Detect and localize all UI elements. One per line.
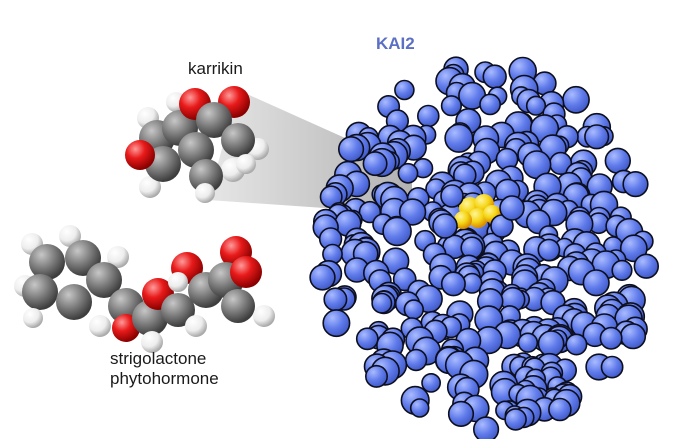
strigolactone-molecule	[14, 225, 275, 353]
hydrogen-atom	[59, 225, 81, 247]
carbon-atom	[178, 132, 214, 168]
protein-atom	[499, 195, 525, 221]
protein-atom	[447, 400, 475, 428]
kai2-protein-surface	[309, 56, 659, 439]
protein-atom	[599, 326, 623, 350]
hydrogen-atom	[141, 331, 163, 353]
protein-atom	[537, 330, 565, 358]
hydrogen-atom	[139, 176, 161, 198]
protein-atom	[416, 104, 440, 128]
strigolactone-label-line2: phytohormone	[110, 368, 219, 388]
protein-atom	[600, 355, 624, 379]
protein-atom	[537, 238, 561, 262]
protein-atom	[440, 271, 466, 297]
oxygen-atom	[230, 256, 262, 288]
strigolactone-label-line1: strigolactone	[110, 349, 207, 368]
protein-atom	[382, 216, 412, 247]
binding-site-atom	[454, 211, 472, 229]
carbon-atom	[86, 262, 122, 298]
protein-atom	[482, 64, 507, 89]
hydrogen-atom	[253, 305, 275, 327]
protein-atom	[371, 292, 393, 314]
protein-atom	[362, 151, 388, 177]
protein-atom	[565, 333, 588, 356]
protein-atom	[440, 184, 464, 208]
protein-atom	[582, 269, 610, 297]
protein-atom	[322, 309, 351, 338]
hydrogen-atom	[185, 315, 207, 337]
protein-atom	[323, 287, 348, 312]
karrikin-label: karrikin	[188, 59, 243, 78]
hydrogen-atom	[168, 272, 188, 292]
protein-atom	[309, 264, 336, 291]
karrikin-molecule	[125, 86, 269, 203]
hydrogen-atom	[89, 315, 111, 337]
protein-atom	[525, 95, 547, 116]
protein-atom	[562, 85, 590, 114]
carbon-atom	[161, 293, 195, 327]
protein-atom	[633, 253, 659, 279]
protein-atom	[397, 162, 419, 184]
protein-atom	[421, 372, 442, 393]
protein-atom	[398, 198, 427, 226]
protein-atom	[622, 171, 649, 198]
protein-atom	[444, 123, 474, 153]
carbon-atom	[221, 123, 255, 157]
protein-atom	[619, 234, 648, 263]
carbon-atom	[22, 274, 58, 310]
carbon-atom	[189, 159, 223, 193]
carbon-atom	[29, 244, 65, 280]
protein-atom	[619, 323, 647, 350]
protein-atom	[403, 299, 424, 320]
hydrogen-atom	[23, 308, 43, 328]
hydrogen-atom	[107, 246, 129, 268]
hydrogen-atom	[236, 154, 256, 174]
protein-atom	[548, 397, 572, 422]
protein-atom	[473, 416, 500, 439]
protein-atom	[404, 348, 428, 372]
protein-atom	[604, 147, 631, 175]
protein-atom	[338, 136, 365, 163]
protein-atom	[584, 124, 610, 150]
hydrogen-atom	[195, 183, 215, 203]
protein-atom	[504, 408, 527, 431]
protein-atom	[611, 259, 633, 282]
oxygen-atom	[125, 140, 155, 170]
protein-label: KAI2	[376, 34, 415, 53]
binding-site-atom	[468, 208, 488, 228]
protein-atom	[364, 364, 388, 388]
protein-atom	[440, 95, 463, 117]
protein-atom	[479, 93, 502, 116]
carbon-atom	[56, 284, 92, 320]
strigolactone-label: strigolactone phytohormone	[110, 349, 219, 388]
protein-atom	[432, 213, 458, 239]
carbon-atom	[196, 102, 232, 138]
protein-atom	[517, 332, 539, 353]
protein-atom	[355, 327, 379, 351]
protein-atom	[394, 79, 415, 101]
carbon-atom	[221, 289, 255, 323]
protein-atom	[409, 398, 430, 418]
